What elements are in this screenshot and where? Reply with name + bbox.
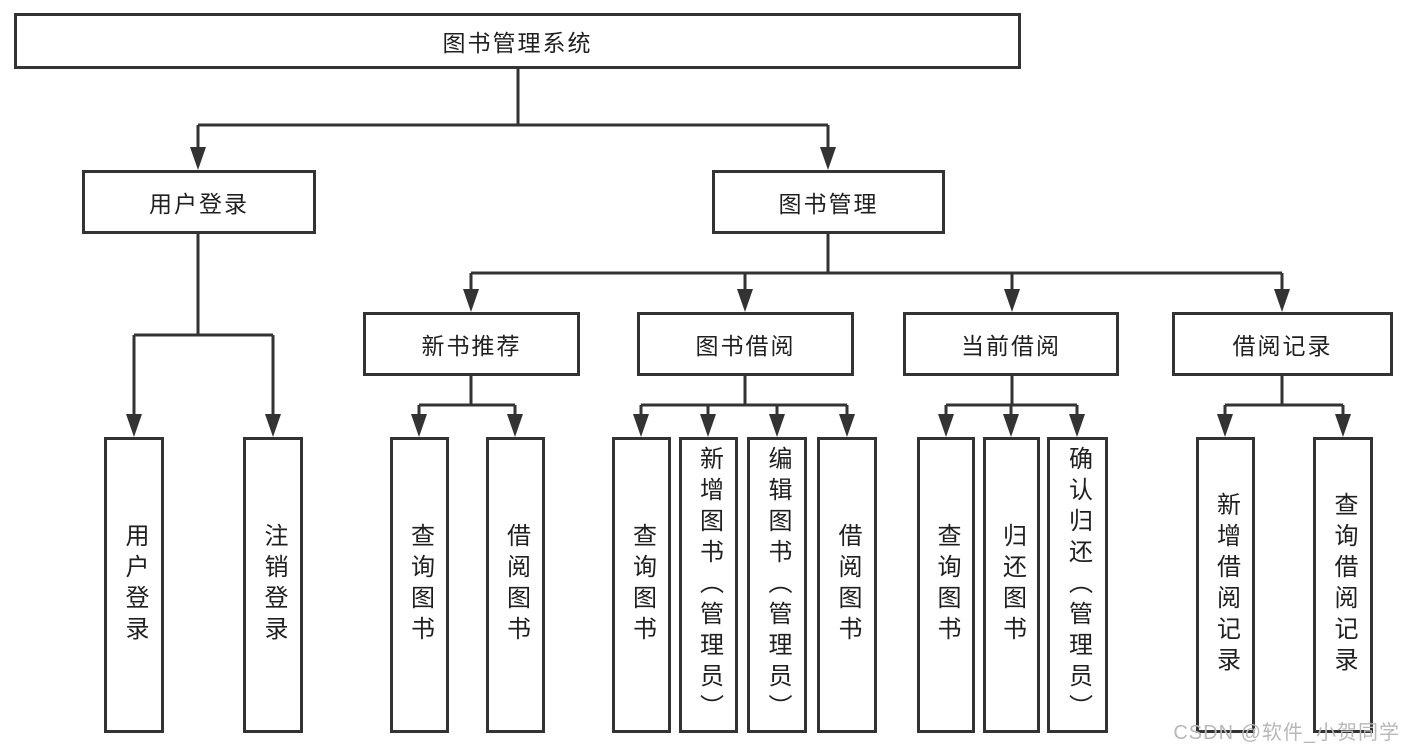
node-library-system: 图书管理系统	[14, 13, 1021, 69]
leaf-query-borrow-record: 查询借阅记录	[1313, 437, 1373, 733]
leaf-query-borrow-record-label: 查询借阅记录	[1330, 492, 1357, 678]
leaf-add-borrow-record-label: 新增借阅记录	[1212, 492, 1240, 678]
node-library-system-label: 图书管理系统	[442, 30, 593, 56]
leaf-add-book-admin: 新增图书（管理员）	[679, 437, 738, 733]
leaf-query-book-borrow: 查询图书	[612, 437, 671, 733]
node-current-borrow: 当前借阅	[903, 312, 1119, 376]
node-user-login: 用户登录	[82, 170, 316, 234]
node-new-book-recommend-label: 新书推荐	[421, 333, 522, 359]
leaf-user-login: 用户登录	[104, 437, 164, 733]
leaf-borrow-book-recommend: 借阅图书	[486, 437, 545, 733]
leaf-edit-book-admin: 编辑图书（管理员）	[747, 437, 807, 733]
leaf-borrow-book-label: 借阅图书	[834, 523, 861, 647]
leaf-borrow-book: 借阅图书	[817, 437, 877, 733]
node-book-management: 图书管理	[712, 170, 945, 234]
node-borrow-records: 借阅记录	[1172, 312, 1393, 376]
node-user-login-label: 用户登录	[149, 191, 249, 217]
leaf-borrow-book-recommend-label: 借阅图书	[502, 523, 530, 647]
leaf-confirm-return-admin: 确认归还（管理员）	[1047, 437, 1108, 733]
arrowhead-icons	[126, 147, 1351, 437]
leaf-query-book-recommend-label: 查询图书	[406, 523, 434, 647]
node-book-borrow: 图书借阅	[637, 312, 854, 376]
node-new-book-recommend: 新书推荐	[363, 312, 580, 376]
leaf-logout: 注销登录	[243, 437, 303, 733]
leaf-return-book: 归还图书	[983, 437, 1040, 733]
leaf-return-book-label: 归还图书	[998, 523, 1026, 647]
leaf-add-book-admin-label: 新增图书（管理员）	[695, 445, 723, 725]
node-book-management-label: 图书管理	[778, 191, 879, 217]
leaf-query-book-current-label: 查询图书	[933, 523, 960, 647]
leaf-confirm-return-admin-label: 确认归还（管理员）	[1064, 445, 1092, 725]
node-current-borrow-label: 当前借阅	[961, 333, 1061, 359]
leaf-user-login-label: 用户登录	[121, 523, 148, 647]
csdn-watermark: CSDN @软件_小贺同学	[1173, 722, 1400, 744]
leaf-edit-book-admin-label: 编辑图书（管理员）	[764, 445, 791, 725]
node-borrow-records-label: 借阅记录	[1232, 333, 1333, 359]
leaf-logout-label: 注销登录	[260, 523, 287, 647]
node-book-borrow-label: 图书借阅	[695, 333, 796, 359]
leaf-query-book-recommend: 查询图书	[390, 437, 449, 733]
tree-edges	[132, 69, 1345, 419]
leaf-query-book-borrow-label: 查询图书	[628, 523, 656, 647]
leaf-add-borrow-record: 新增借阅记录	[1196, 437, 1255, 733]
leaf-query-book-current: 查询图书	[917, 437, 975, 733]
